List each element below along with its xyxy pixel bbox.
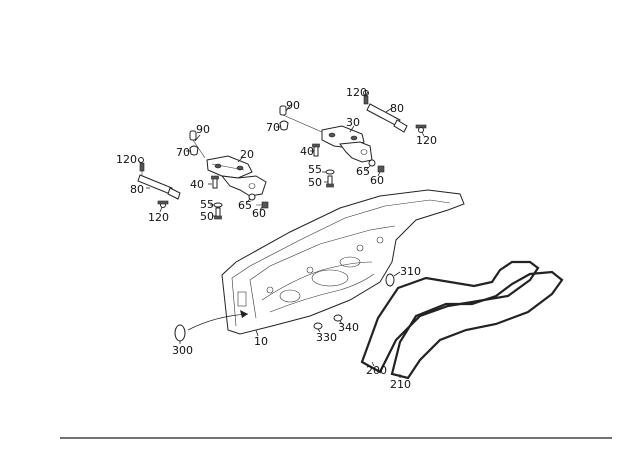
- callout-50-middle: 50: [308, 176, 322, 189]
- callout-60-right: 60: [370, 174, 384, 187]
- callout-210: 210: [390, 378, 411, 391]
- callout-340: 340: [338, 321, 359, 334]
- callout-300: 300: [172, 344, 193, 357]
- hinge-left: [206, 155, 267, 197]
- leader-lines: [137, 91, 425, 378]
- clip-70-middle: [279, 120, 289, 131]
- callout-310: 310: [400, 265, 421, 278]
- plug-310: [385, 273, 395, 287]
- bolt-40-left: [211, 175, 219, 189]
- washer-65-left: [248, 193, 256, 201]
- trunk-lid: [221, 189, 465, 335]
- bolt-90-middle: [279, 105, 323, 133]
- callout-60-left: 60: [252, 207, 266, 220]
- callout-65-left: 65: [238, 199, 252, 212]
- seal-200: [360, 260, 540, 374]
- callout-70-left: 70: [176, 146, 190, 159]
- callout-120-top-right: 120: [346, 86, 367, 99]
- callout-80-left: 80: [130, 183, 144, 196]
- callout-50-left: 50: [200, 210, 214, 223]
- hinge-right: [321, 125, 373, 163]
- callout-120-top-left: 120: [116, 153, 137, 166]
- screw-50-left: [214, 207, 222, 220]
- callout-40-left: 40: [190, 178, 204, 191]
- arrow-300-to-lid: [187, 310, 249, 331]
- callout-20: 20: [240, 148, 254, 161]
- seal-210: [390, 270, 564, 380]
- callout-40-middle: 40: [300, 145, 314, 158]
- bumper-330: [313, 322, 323, 330]
- screw-50-middle: [326, 175, 334, 188]
- plug-300: [174, 324, 186, 342]
- gas-strut-80-left: [137, 157, 181, 208]
- callout-120-bottom-left: 120: [148, 211, 169, 224]
- callout-55-middle: 55: [308, 163, 322, 176]
- washer-55-middle: [325, 169, 335, 175]
- callout-65-right: 65: [356, 165, 370, 178]
- gas-strut-80-right: [363, 90, 427, 133]
- callout-90-left: 90: [196, 123, 210, 136]
- bolt-90-left: [189, 130, 206, 159]
- callout-80-right: 80: [390, 102, 404, 115]
- callout-10: 10: [254, 335, 268, 348]
- washer-65-right: [368, 159, 376, 167]
- callout-30: 30: [346, 116, 360, 129]
- clip-70-left: [189, 145, 199, 156]
- callout-330: 330: [316, 331, 337, 344]
- callout-90-middle: 90: [286, 99, 300, 112]
- bolt-60-right: [377, 165, 385, 173]
- callout-55-left: 55: [200, 198, 214, 211]
- washer-55-left: [213, 202, 223, 208]
- callout-200: 200: [366, 364, 387, 377]
- bumper-340: [333, 314, 343, 322]
- callout-120-right: 120: [416, 134, 437, 147]
- bolt-60-left: [256, 201, 269, 209]
- callout-70-middle: 70: [266, 121, 280, 134]
